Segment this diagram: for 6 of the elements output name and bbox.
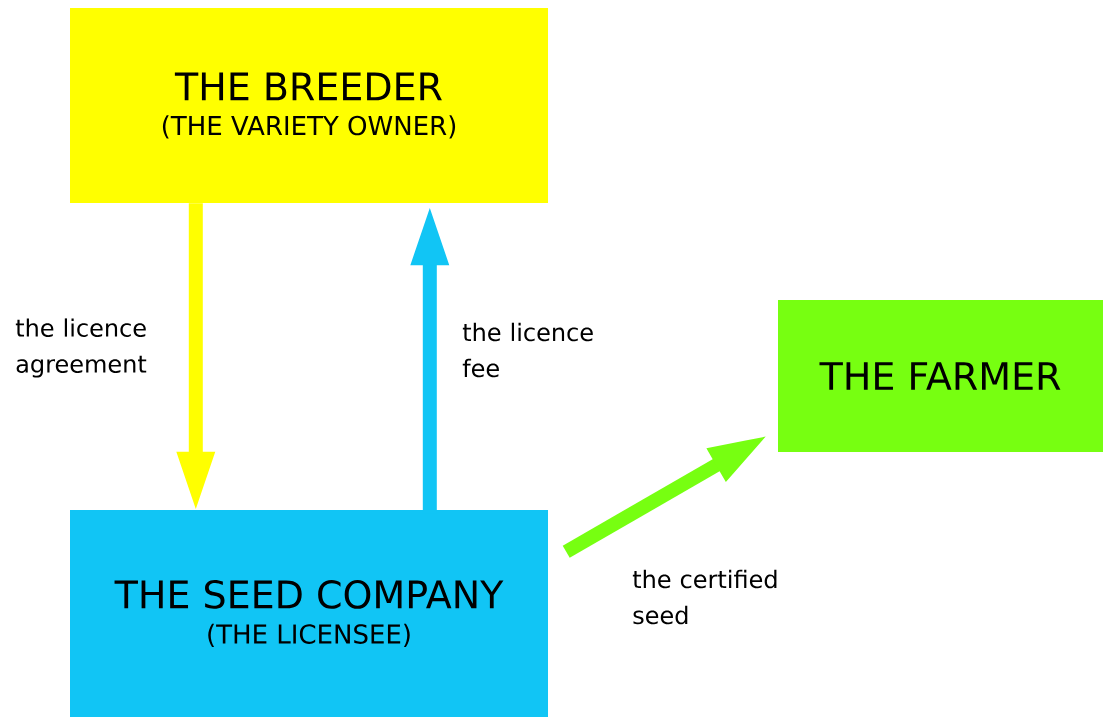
edge-label: the licence fee <box>462 322 593 378</box>
edge-label: the certified seed <box>632 569 777 625</box>
edge-label: the licence agreement <box>15 318 147 378</box>
label-box: THE SEED COMPANY (THE LICENSEE) <box>70 510 548 717</box>
label-box: THE FARMER <box>778 300 1103 452</box>
label-box: THE BREEDER (THE VARIETY OWNER) <box>70 8 548 203</box>
